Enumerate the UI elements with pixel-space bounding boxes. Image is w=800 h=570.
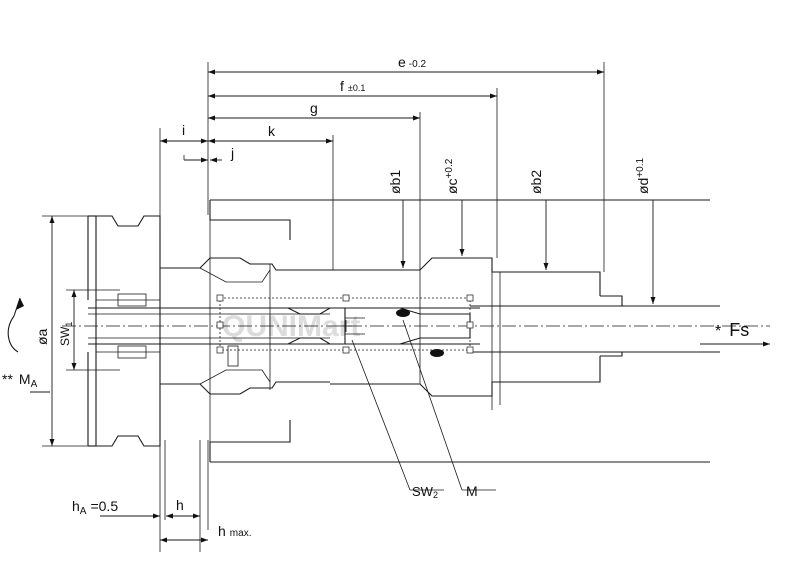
m-label: M — [466, 483, 478, 499]
dim-d-label: ød+0.1 — [635, 157, 651, 194]
dim-e-label: e-0.2 — [398, 54, 426, 70]
ma-label: **MA — [2, 371, 38, 390]
selection-box[interactable] — [216, 294, 474, 354]
ha-label: hA=0.5 — [72, 498, 118, 517]
extension-lines — [42, 62, 605, 552]
dim-b2-label: øb2 — [528, 170, 544, 194]
piston-rod — [470, 295, 720, 357]
h-label: h — [176, 497, 184, 513]
receiving-body — [209, 199, 710, 463]
dim-a-label: øa — [34, 328, 50, 345]
watermark-text: QUNIMart — [222, 310, 360, 343]
dim-b1-label: øb1 — [387, 170, 403, 194]
fs-label: *Fs — [715, 320, 749, 340]
dim-sw1-label: SW1 — [58, 322, 74, 346]
sw2-label: SW2 — [412, 484, 438, 500]
left-dimensions — [7, 216, 77, 446]
dim-j-label: j — [230, 145, 234, 161]
diameter-leaders — [400, 200, 656, 304]
dim-f-label: f±0.1 — [340, 78, 365, 94]
bottom-dimensions — [100, 513, 208, 543]
tube — [88, 307, 480, 345]
dim-c-label: øc+0.2 — [444, 158, 460, 194]
top-dimensions — [160, 69, 604, 163]
dim-k-label: k — [268, 123, 276, 139]
connector-body — [160, 257, 330, 395]
dim-i-label: i — [182, 122, 185, 138]
part-leaders — [351, 319, 496, 491]
dim-g-label: g — [310, 100, 318, 116]
coupling-nut — [87, 215, 161, 447]
